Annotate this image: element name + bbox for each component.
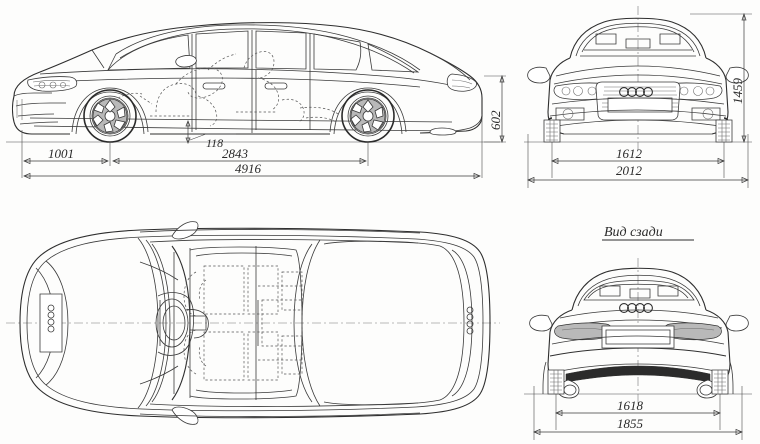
dim-rear-track: 1618 bbox=[617, 398, 644, 413]
dim-wheelbase: 2843 bbox=[222, 146, 249, 161]
side-dimension-1001: 1001 bbox=[23, 146, 109, 165]
audi-rings-rear bbox=[619, 303, 653, 313]
front-wheel-spokes bbox=[92, 98, 128, 134]
side-dimension-118: 118 bbox=[185, 120, 236, 150]
dim-overall-height: 1459 bbox=[730, 78, 745, 105]
front-dimension-1459: 1459 bbox=[690, 12, 752, 144]
audi-rings-front bbox=[619, 87, 653, 97]
rear-view: Вид сзади bbox=[524, 225, 752, 440]
dim-overall-length: 4916 bbox=[235, 161, 262, 176]
front-dimension-2012: 2012 bbox=[527, 163, 749, 184]
dim-ground-clearance: 118 bbox=[206, 136, 223, 150]
dim-front-overhang: 1001 bbox=[48, 146, 74, 161]
dim-front-track: 1612 bbox=[616, 146, 643, 161]
dim-rear-height: 602 bbox=[488, 110, 503, 130]
side-dimension-4916: 4916 bbox=[23, 161, 481, 180]
side-dimension-602: 602 bbox=[484, 74, 506, 144]
front-tyre-tread bbox=[546, 120, 730, 142]
side-hidden-interior bbox=[117, 51, 339, 127]
audi-rings-top-front bbox=[47, 304, 55, 333]
rear-dimension-1618: 1618 bbox=[555, 398, 721, 417]
side-dimension-2843: 2843 bbox=[112, 146, 367, 165]
audi-rings-top-rear bbox=[466, 306, 474, 335]
rear-tyre-tread bbox=[550, 370, 726, 394]
dim-overall-width: 1855 bbox=[617, 416, 644, 431]
rear-view-title: Вид сзади bbox=[604, 225, 663, 240]
top-view bbox=[6, 221, 500, 425]
rear-wheel-spokes bbox=[350, 98, 386, 134]
front-view: 1612 2012 1459 bbox=[524, 6, 752, 188]
side-view: 118 1001 2843 4916 bbox=[6, 22, 506, 180]
top-hidden-interior bbox=[183, 265, 303, 381]
dim-width-with-mirrors: 2012 bbox=[616, 163, 643, 178]
rear-dimension-1855: 1855 bbox=[533, 416, 743, 436]
front-dimension-1612: 1612 bbox=[551, 146, 725, 165]
